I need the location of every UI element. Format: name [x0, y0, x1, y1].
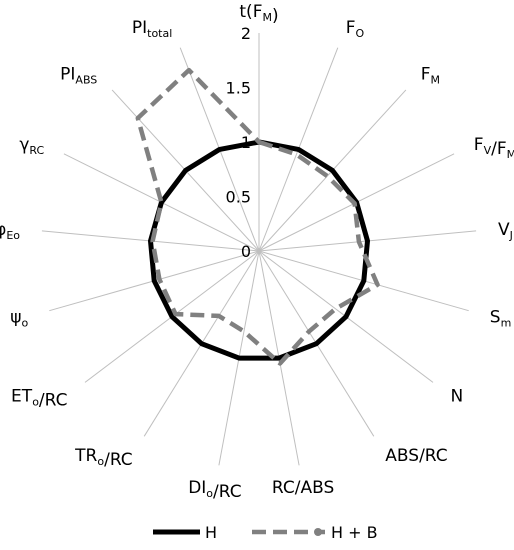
- series-line-h-plus-b: [135, 67, 380, 366]
- axis-label-2: FM: [421, 65, 440, 87]
- legend-marker-h-plus-b: [314, 528, 322, 536]
- axis-label-16: PItotal: [132, 18, 172, 40]
- radial-tick-label: 0.5: [226, 188, 251, 207]
- legend-label-h: H: [205, 523, 217, 542]
- legend: H H + B: [153, 523, 378, 542]
- axis-labels: t(FM) FO FM FV/FM VJ SmN ABS/RC RC/ABS DIo/RC TRo…: [0, 2, 514, 502]
- axis-label-10: TRo/RC: [74, 446, 133, 470]
- radial-tick-label: 1.5: [226, 79, 251, 98]
- radial-tick-label: 0: [241, 242, 251, 261]
- radar-spokes: [41, 33, 477, 466]
- axis-label-7: ABS/RC: [385, 446, 447, 466]
- axis-label-13: φEo: [0, 220, 20, 242]
- legend-label-h-plus-b: H + B: [331, 523, 378, 542]
- axis-label-3: FV/FM: [474, 135, 514, 161]
- axis-label-5: Sm: [490, 308, 512, 330]
- axis-label-12: ψo: [10, 308, 28, 330]
- axis-label-15: PIABS: [60, 65, 97, 87]
- axis-label-1: FO: [346, 18, 365, 40]
- radar-series: [135, 67, 380, 366]
- axis-label-6: N: [451, 387, 464, 407]
- axis-label-14: γRC: [19, 135, 44, 157]
- radial-tick-label: 2: [241, 24, 251, 43]
- series-line-h: [148, 139, 370, 361]
- axis-label-0: t(FM): [239, 2, 278, 26]
- axis-label-8: RC/ABS: [272, 478, 334, 498]
- axis-label-4: VJ: [498, 220, 513, 242]
- axis-label-9: DIo/RC: [188, 478, 241, 502]
- axis-label-11: ETo/RC: [11, 387, 67, 411]
